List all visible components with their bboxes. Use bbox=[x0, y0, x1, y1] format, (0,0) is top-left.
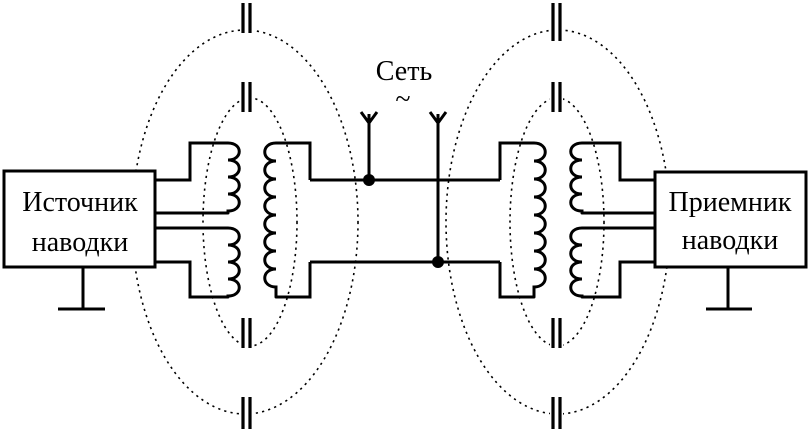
interference-receiver: Приемник наводки bbox=[653, 170, 808, 311]
source-label-line1: Источник bbox=[22, 187, 138, 218]
left-transformer bbox=[155, 141, 312, 299]
left-primary-upper-coil bbox=[226, 141, 241, 215]
right-transformer bbox=[498, 141, 655, 299]
left-primary-lower-coil bbox=[226, 226, 241, 299]
left-secondary-coil bbox=[263, 141, 278, 299]
capacitor-left-bottom bbox=[240, 397, 253, 429]
capacitor-right-top bbox=[550, 3, 563, 41]
left-secondary-frame-bottom bbox=[276, 262, 312, 299]
interference-source: Источник наводки bbox=[2, 169, 157, 311]
source-label-line2: наводки bbox=[32, 227, 128, 258]
receiver-label-line1: Приемник bbox=[669, 187, 792, 218]
right-inner-field-loop bbox=[509, 97, 605, 347]
receiver-box bbox=[653, 170, 808, 269]
right-secondary-coil bbox=[532, 141, 547, 299]
right-primary-upper-coil bbox=[569, 141, 584, 215]
source-box bbox=[2, 169, 157, 269]
capacitor-left-top bbox=[240, 3, 253, 33]
capacitor-right-lower bbox=[550, 318, 563, 348]
right-secondary-frame-top bbox=[498, 141, 534, 180]
left-primary-upper-frame bbox=[155, 141, 228, 182]
parasitic-capacitors bbox=[240, 3, 563, 429]
junction-dot-top bbox=[363, 174, 375, 186]
junction-dot-bottom bbox=[432, 256, 444, 268]
receiver-label-line2: наводки bbox=[682, 225, 778, 256]
mains-terminal-right bbox=[428, 111, 448, 126]
right-primary-lower-frame bbox=[582, 260, 655, 299]
capacitor-right-upper bbox=[550, 82, 563, 112]
right-primary-lower-coil bbox=[569, 226, 584, 299]
mains-bus: Сеть ~ bbox=[310, 56, 500, 268]
capacitor-left-upper bbox=[240, 82, 253, 112]
capacitor-left-lower bbox=[240, 318, 253, 348]
left-inner-field-loop bbox=[202, 97, 298, 347]
left-primary-lower-frame bbox=[155, 260, 228, 299]
right-secondary-frame-bottom bbox=[498, 262, 534, 299]
ac-symbol: ~ bbox=[395, 84, 410, 115]
mains-label: Сеть bbox=[376, 56, 432, 87]
left-secondary-frame bbox=[276, 141, 312, 180]
capacitor-right-bottom bbox=[550, 397, 563, 429]
mains-terminal-left bbox=[359, 111, 379, 126]
right-primary-upper-frame bbox=[582, 141, 655, 182]
